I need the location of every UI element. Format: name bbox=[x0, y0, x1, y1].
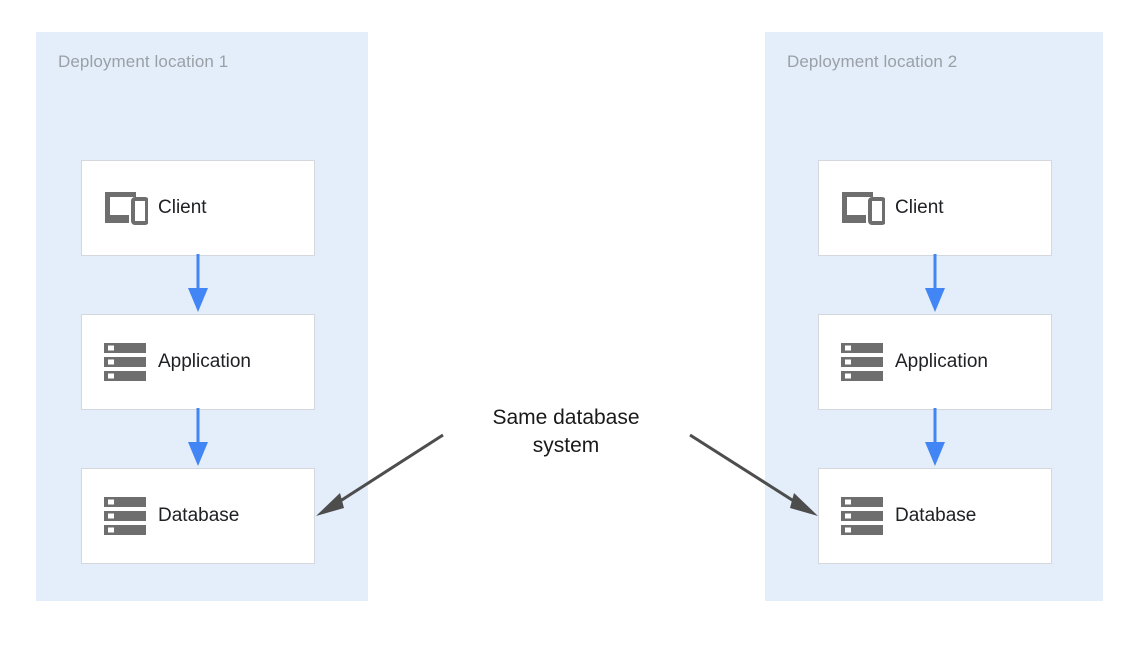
node-label: Database bbox=[158, 505, 240, 526]
node-label: Database bbox=[895, 505, 977, 526]
node-label: Client bbox=[158, 197, 207, 218]
node-label: Application bbox=[158, 351, 251, 372]
server-icon bbox=[833, 496, 891, 536]
connector-client-to-application-location-2 bbox=[925, 254, 945, 312]
node-label: Application bbox=[895, 351, 988, 372]
connector-application-to-database-location-2 bbox=[925, 408, 945, 466]
node-client-location-1[interactable]: Client bbox=[81, 160, 315, 256]
node-application-location-2[interactable]: Application bbox=[818, 314, 1052, 410]
server-icon bbox=[833, 342, 891, 382]
node-application-location-1[interactable]: Application bbox=[81, 314, 315, 410]
annotation-label: Same database system bbox=[446, 404, 686, 460]
deployment-location-1-title: Deployment location 1 bbox=[58, 52, 229, 71]
connector-client-to-application-location-1 bbox=[188, 254, 208, 312]
node-database-location-2[interactable]: Database bbox=[818, 468, 1052, 564]
connector-application-to-database-location-1 bbox=[188, 408, 208, 466]
devices-icon bbox=[833, 190, 891, 226]
node-database-location-1[interactable]: Database bbox=[81, 468, 315, 564]
node-client-location-2[interactable]: Client bbox=[818, 160, 1052, 256]
server-icon bbox=[96, 496, 154, 536]
node-label: Client bbox=[895, 197, 944, 218]
devices-icon bbox=[96, 190, 154, 226]
annotation-line-2: system bbox=[532, 434, 600, 457]
annotation-line-1: Same database bbox=[492, 406, 640, 429]
server-icon bbox=[96, 342, 154, 382]
deployment-location-2-title: Deployment location 2 bbox=[787, 52, 958, 71]
